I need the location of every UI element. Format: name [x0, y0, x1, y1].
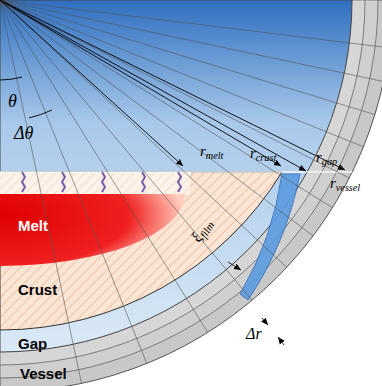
grid-ray: [0, 0, 375, 115]
region-label: Gap: [18, 336, 47, 351]
region-label: Melt: [18, 218, 48, 233]
region-label: Vessel: [20, 366, 67, 381]
grid-ray: [0, 0, 349, 178]
symbol-label: rcrust: [250, 146, 276, 163]
symbol-label: Δθ: [14, 124, 33, 142]
grid-ray: [0, 0, 332, 208]
bubble-mark: [178, 172, 181, 192]
grid-ray: [0, 0, 82, 383]
grid-ray: [0, 0, 208, 332]
grid-ray: [0, 0, 364, 147]
symbol-label: θ: [8, 92, 17, 110]
region-label: Crust: [18, 282, 57, 297]
symbol-label: rgap: [316, 150, 337, 167]
grid-ray: [0, 0, 252, 300]
grid-ray: [0, 0, 313, 236]
grid-ray: [0, 0, 287, 267]
bubble-mark: [62, 172, 65, 192]
grid-ray: [0, 0, 147, 364]
symbol-label: rmelt: [200, 144, 223, 161]
grid-ray: [0, 0, 382, 48]
bubble-mark: [22, 172, 25, 192]
bubble-mark: [102, 172, 105, 192]
bubble-mark: [142, 172, 145, 192]
grid-ray: [0, 0, 382, 82]
symbol-label: Δr: [246, 326, 262, 342]
symbol-label: rvessel: [330, 176, 360, 193]
